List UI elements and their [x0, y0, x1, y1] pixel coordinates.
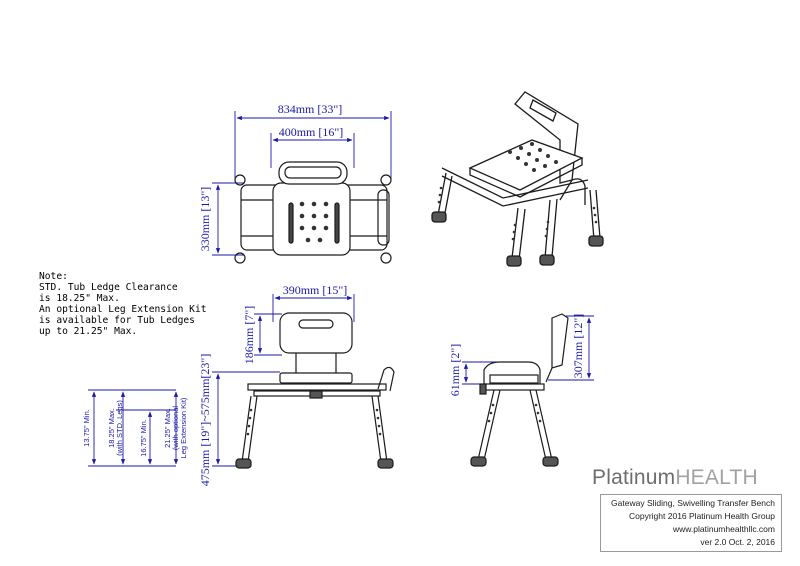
note-line: STD. Tub Ledge Clearance	[39, 282, 178, 293]
leg-height-dimensions	[88, 389, 179, 467]
overall-width-label: 834mm [33"]	[278, 102, 343, 116]
website-text: www.platinumhealthllc.com	[672, 524, 775, 534]
seat-height-label: 475mm [19"]~575mm[23"]	[198, 354, 212, 487]
back-height-label: 186mm [7"]	[242, 306, 256, 365]
back-width-label: 390mm [15"]	[283, 283, 348, 297]
platinum-health-logo: PlatinumHEALTH	[592, 466, 758, 490]
top-view: 834mm [33"] 400mm [16"] 330mm [13"]	[198, 102, 392, 264]
logo-health: HEALTH	[675, 466, 758, 489]
seat-width-label: 400mm [16"]	[279, 125, 344, 139]
top-view-dimensions	[212, 111, 392, 256]
copyright-text: Copyright 2016 Platinum Health Group	[629, 511, 775, 521]
front-view-dimensions	[212, 294, 355, 467]
leg-max-ext-note-2: Leg Extension Kit)	[179, 397, 188, 458]
logo-platinum: Platinum	[592, 466, 676, 489]
side-view: 61mm [2"] 307mm [12"]	[448, 313, 594, 467]
drawing-title: Gateway Sliding, Swivelling Transfer Ben…	[611, 498, 775, 508]
note-line: is 18.25" Max.	[39, 293, 120, 304]
leg-max-ext-label: 21.25" Max.	[163, 408, 172, 448]
leg-max-std-note: (with STD. Legs)	[115, 400, 124, 456]
leg-max-ext-note-1: (with optional	[171, 406, 180, 451]
armrest-height-label: 61mm [2"]	[448, 344, 462, 397]
leg-min-label: 13.75" Min.	[82, 409, 91, 447]
side-back-height-label: 307mm [12"]	[571, 314, 585, 379]
depth-label: 330mm [13"]	[198, 187, 212, 252]
leg-max-std-label: 18.25" Max.	[107, 408, 116, 448]
isometric-view	[431, 91, 604, 267]
front-view: 390mm [15"] 186mm [7"] 475mm [19"]~575mm…	[198, 283, 395, 487]
note-line: is available for Tub Ledges	[39, 315, 195, 326]
note-line: Note:	[39, 271, 68, 282]
leg-min-ext-label: 16.75" Min.	[139, 419, 148, 457]
title-block: Gateway Sliding, Swivelling Transfer Ben…	[600, 494, 782, 552]
note-line: up to 21.25" Max.	[39, 326, 138, 337]
note-line: An optional Leg Extension Kit	[39, 304, 207, 315]
version-text: ver 2.0 Oct. 2, 2016	[700, 537, 775, 547]
